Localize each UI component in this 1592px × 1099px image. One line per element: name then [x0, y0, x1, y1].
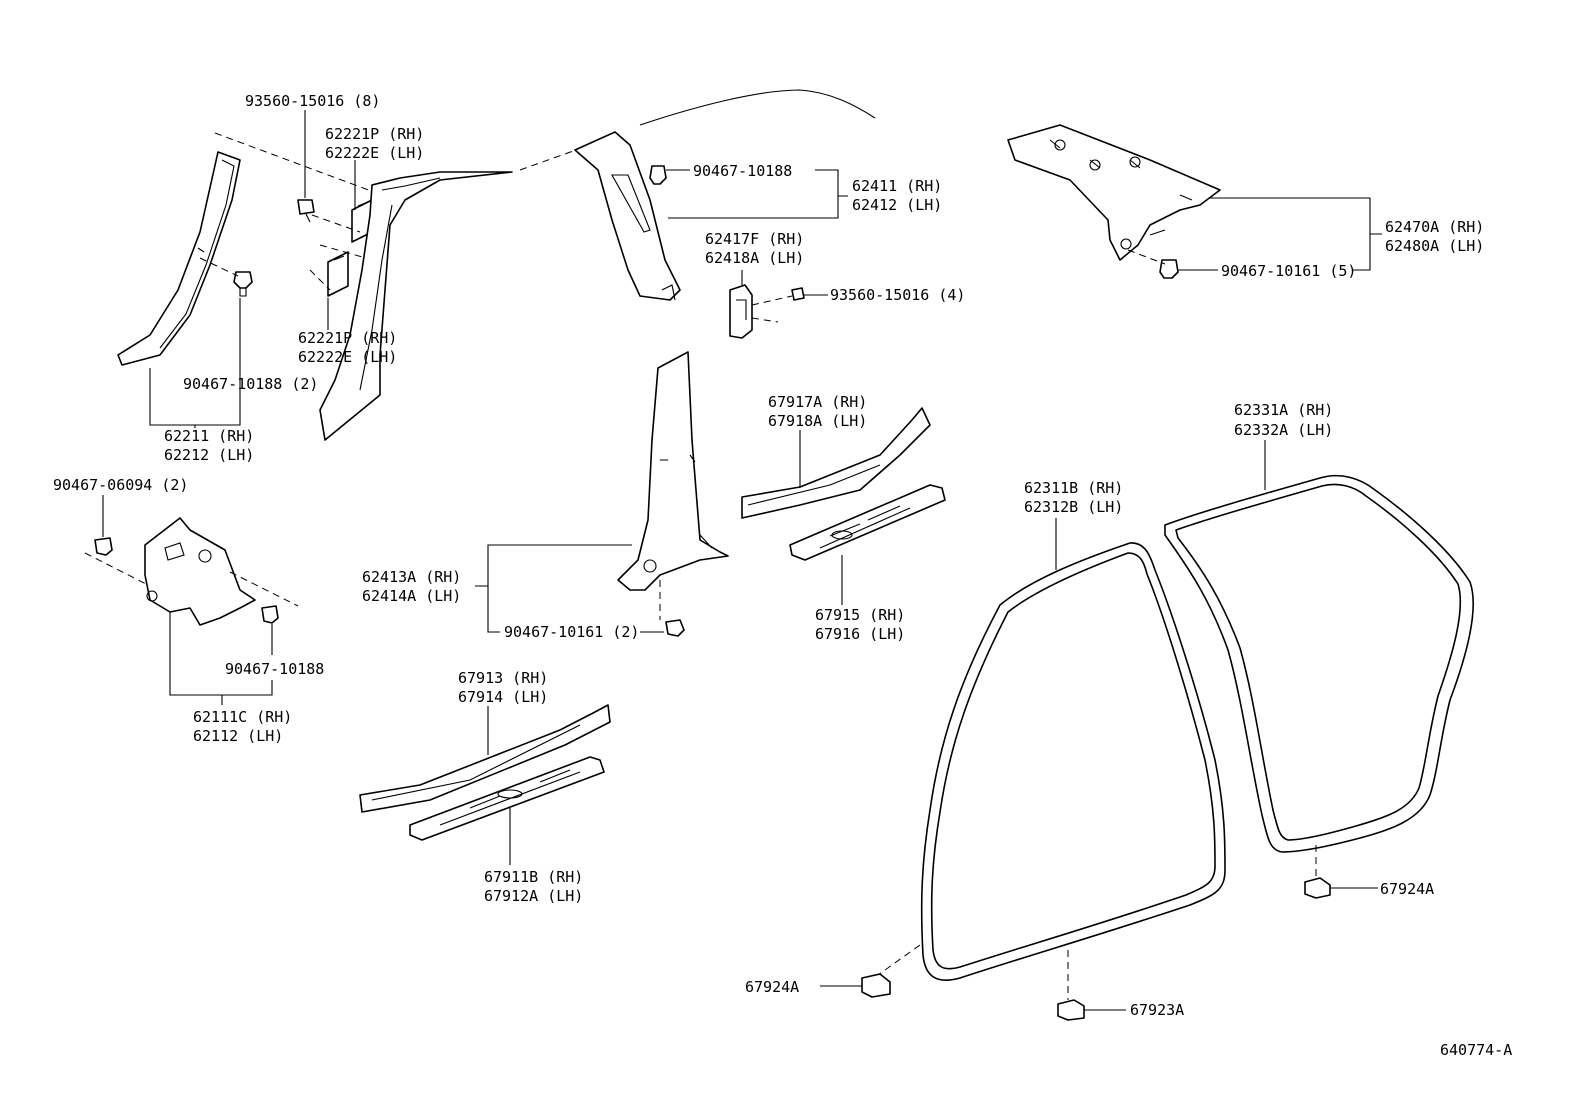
- anchor-dash: [751, 295, 793, 323]
- label-62417f: 62417F (RH): [705, 230, 804, 248]
- weatherstrip-clip-icon: [1304, 877, 1331, 899]
- rear-door-opening-trim-weatherstrip-part: [1164, 474, 1475, 853]
- seatbelt-anchor-cover-part: [729, 284, 753, 339]
- label-62413a: 62413A (RH): [362, 568, 461, 586]
- clip-icon: [261, 605, 279, 624]
- label-93560-15016-8: 93560-15016 (8): [245, 92, 380, 110]
- body-pillar-structure: [319, 171, 513, 441]
- label-90467-10161-5: 90467-10161 (5): [1221, 262, 1356, 280]
- weatherstrip-clip-icon: [861, 973, 891, 998]
- label-67918a: 67918A (LH): [768, 412, 867, 430]
- label-62312b: 62312B (LH): [1024, 498, 1123, 516]
- label-67915: 67915 (RH): [815, 606, 905, 624]
- clip-icon: [1159, 259, 1179, 279]
- clip-icon: [665, 619, 685, 637]
- label-93560-15016-4: 93560-15016 (4): [830, 286, 965, 304]
- label-62331a: 62331A (RH): [1234, 401, 1333, 419]
- label-67924a-right: 67924A: [1380, 880, 1434, 898]
- center-pillar-lower-garnish-part: [617, 351, 729, 591]
- label-67923a: 67923A: [1130, 1001, 1184, 1019]
- weatherstrip-clip-icon: [1057, 999, 1085, 1021]
- clip-icon: [94, 537, 113, 556]
- screw-icon: [297, 199, 315, 223]
- label-62470a: 62470A (RH): [1385, 218, 1484, 236]
- leader-62413a: [475, 544, 632, 633]
- label-62311b: 62311B (RH): [1024, 479, 1123, 497]
- label-62332a: 62332A (LH): [1234, 421, 1333, 439]
- label-62111c: 62111C (RH): [193, 708, 292, 726]
- front-scuff-plate-lower-part: [409, 756, 605, 841]
- label-62222e-upper: 62222E (LH): [325, 144, 424, 162]
- label-62480a: 62480A (LH): [1385, 237, 1484, 255]
- label-62414a: 62414A (LH): [362, 587, 461, 605]
- front-door-opening-trim-weatherstrip-part: [920, 542, 1226, 981]
- label-67924a-left: 67924A: [745, 978, 799, 996]
- label-67917a: 67917A (RH): [768, 393, 867, 411]
- label-67916: 67916 (LH): [815, 625, 905, 643]
- quarter-dash: [1127, 249, 1166, 265]
- label-62221p-lower: 62221P (RH): [298, 329, 397, 347]
- front-scuff-plate-upper-part: [359, 704, 611, 813]
- label-62412: 62412 (LH): [852, 196, 942, 214]
- label-62212: 62212 (LH): [164, 446, 254, 464]
- label-62411: 62411 (RH): [852, 177, 942, 195]
- cowl-side-trim-part: [144, 517, 256, 626]
- diagram-id: 640774-A: [1440, 1041, 1512, 1059]
- label-62112: 62112 (LH): [193, 727, 283, 745]
- label-62418a: 62418A (LH): [705, 249, 804, 267]
- front-seal-dash-left: [877, 944, 921, 976]
- label-67914: 67914 (LH): [458, 688, 548, 706]
- center-pillar-upper-garnish-part: [574, 131, 681, 301]
- label-67912a: 67912A (LH): [484, 887, 583, 905]
- rear-scuff-plate-upper-part: [741, 407, 931, 519]
- screw-icon: [791, 287, 805, 301]
- leader-62470a: [1210, 197, 1382, 271]
- label-62221p-upper: 62221P (RH): [325, 125, 424, 143]
- label-90467-10188-2: 90467-10188 (2): [183, 375, 318, 393]
- label-67911b: 67911B (RH): [484, 868, 583, 886]
- leader-62111c: [169, 612, 273, 705]
- bracket-lower-part: [327, 251, 349, 297]
- front-pillar-garnish-part: [117, 151, 241, 366]
- clip-icon: [233, 271, 253, 297]
- label-90467-10188-a: 90467-10188: [693, 162, 792, 180]
- label-62222e-lower: 62222E (LH): [298, 348, 397, 366]
- label-62211: 62211 (RH): [164, 427, 254, 445]
- leader-62411-bracket: [668, 169, 848, 219]
- label-90467-06094-2: 90467-06094 (2): [53, 476, 188, 494]
- rear-quarter-trim-part: [1007, 124, 1221, 261]
- label-90467-10188-b: 90467-10188: [225, 660, 324, 678]
- roof-line: [639, 89, 876, 126]
- rear-scuff-plate-lower-part: [789, 484, 946, 561]
- label-67913: 67913 (RH): [458, 669, 548, 687]
- kick-dash: [84, 552, 299, 607]
- clip-icon: [649, 165, 667, 185]
- label-90467-10161-2: 90467-10161 (2): [504, 623, 639, 641]
